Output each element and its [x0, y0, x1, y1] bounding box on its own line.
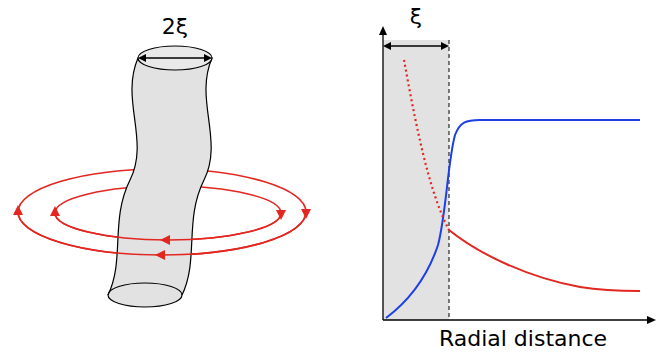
- order-parameter-curve: [386, 120, 640, 318]
- arrowhead: [160, 235, 170, 245]
- arrowhead: [13, 205, 23, 215]
- current-curve: [449, 230, 640, 291]
- current-arrowheads: [13, 205, 311, 260]
- vortex-core: [108, 58, 212, 307]
- diameter-arrow: [138, 54, 212, 62]
- axis-label: Radial distance: [439, 328, 607, 350]
- core-region: [383, 40, 449, 320]
- arrowhead: [301, 209, 311, 219]
- diameter-label: 2ξ: [162, 16, 188, 38]
- core-width-arrow: [383, 42, 449, 50]
- current-curve-core: [404, 60, 449, 230]
- arrowhead: [50, 206, 60, 216]
- core-size-label: ξ: [410, 6, 422, 28]
- core-top: [138, 46, 212, 70]
- core-bottom-rim: [108, 283, 182, 295]
- axes: [379, 26, 656, 324]
- arrowhead: [155, 250, 165, 260]
- current-loops-front: [18, 212, 306, 255]
- arrowhead: [276, 210, 286, 220]
- outer-loop-front: [18, 212, 306, 255]
- inner-loop-front: [55, 213, 281, 240]
